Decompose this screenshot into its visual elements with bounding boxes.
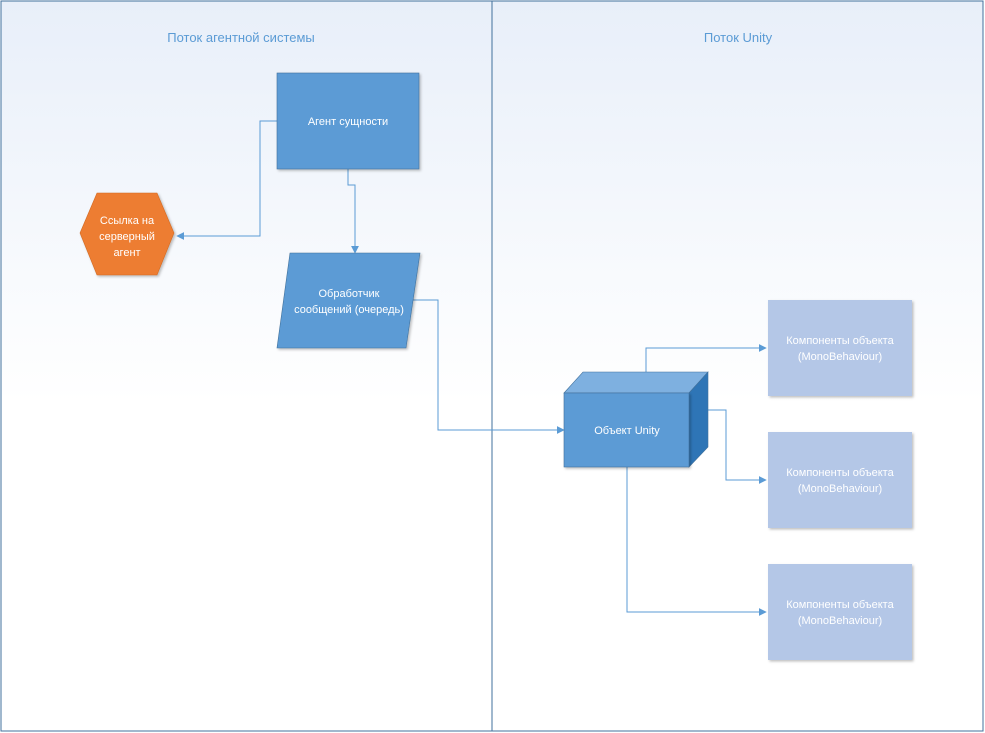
server-agent-ref-label-line-3: агент — [113, 247, 140, 259]
component-node-1[interactable]: Компоненты объекта (MonoBehaviour) — [768, 300, 912, 396]
message-handler-node[interactable]: Обработчик сообщений (очередь) — [276, 252, 421, 349]
component-2-label-line-2: (MonoBehaviour) — [798, 483, 882, 495]
message-handler-label-line-2: сообщений (очередь) — [294, 304, 404, 316]
unity-object-node[interactable]: Объект Unity — [563, 371, 709, 468]
component-1-label-line-2: (MonoBehaviour) — [798, 351, 882, 363]
lane-agent-system-title: Поток агентной системы — [167, 30, 315, 45]
connector-handler-to-unity — [411, 299, 565, 434]
unity-object-front-face — [563, 392, 690, 468]
component-2-label-line-1: Компоненты объекта — [786, 467, 894, 479]
component-node-3[interactable]: Компоненты объекта (MonoBehaviour) — [768, 564, 912, 660]
component-2-shape — [768, 432, 912, 528]
message-handler-shape — [276, 252, 421, 349]
component-3-label-line-1: Компоненты объекта — [786, 599, 894, 611]
server-agent-ref-label-line-2: серверный — [99, 231, 155, 243]
entity-agent-node[interactable]: Агент сущности — [276, 72, 420, 170]
component-3-shape — [768, 564, 912, 660]
component-1-label-line-1: Компоненты объекта — [786, 335, 894, 347]
component-node-2[interactable]: Компоненты объекта (MonoBehaviour) — [768, 432, 912, 528]
entity-agent-label: Агент сущности — [308, 116, 388, 128]
component-3-label-line-2: (MonoBehaviour) — [798, 615, 882, 627]
unity-object-label: Объект Unity — [594, 425, 660, 437]
connector-unity-to-component-2 — [708, 409, 767, 484]
connector-entity-to-serverref — [176, 120, 277, 240]
connectors — [176, 120, 767, 616]
entity-agent-shape — [276, 72, 420, 170]
server-agent-ref-node[interactable]: Ссылка на серверный агент — [79, 192, 175, 276]
lane-unity-title: Поток Unity — [704, 30, 773, 45]
server-agent-ref-shape — [79, 192, 175, 276]
connector-unity-to-component-3 — [626, 467, 767, 616]
unity-object-top-face — [563, 371, 709, 394]
connector-unity-to-component-1 — [645, 344, 767, 372]
message-handler-label-line-1: Обработчик — [319, 288, 380, 300]
server-agent-ref-label-line-1: Ссылка на — [100, 215, 155, 227]
connector-entity-to-handler — [347, 169, 359, 254]
component-1-shape — [768, 300, 912, 396]
